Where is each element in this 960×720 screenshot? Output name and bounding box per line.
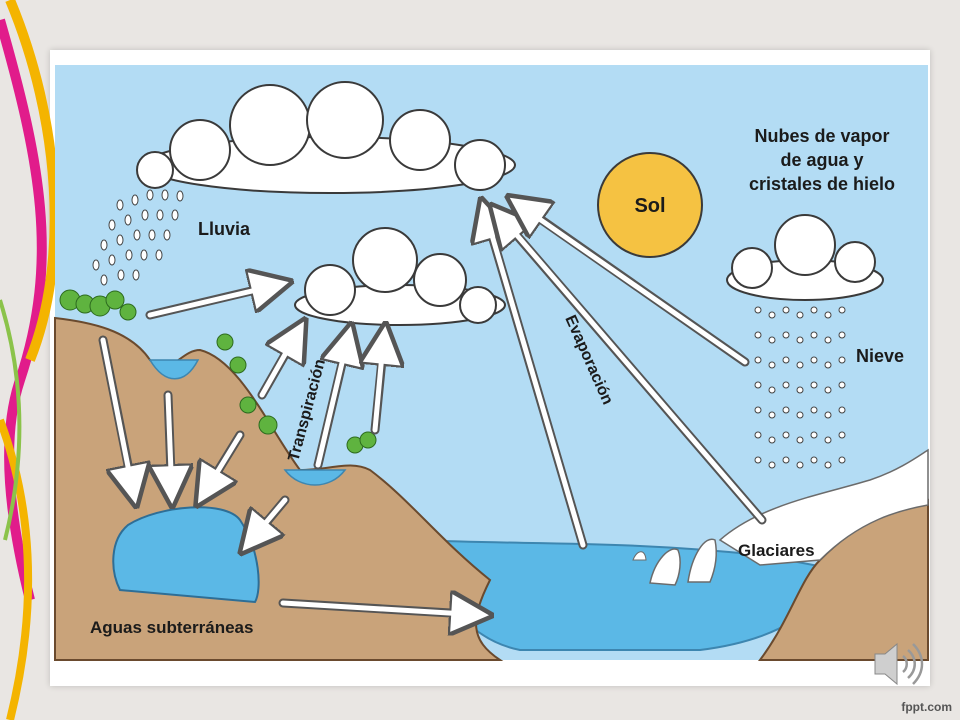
label-groundwater: Aguas subterráneas: [90, 618, 253, 637]
label-clouds-2: de agua y: [780, 150, 863, 170]
snow-flakes: [754, 306, 846, 469]
cloud-large: [136, 81, 516, 194]
arrows-inner: [100, 199, 765, 618]
label-snow: Nieve: [856, 346, 904, 366]
speaker-icon[interactable]: [874, 642, 924, 686]
rain-drops: [92, 189, 184, 286]
glaciers: [632, 448, 929, 586]
lake: [148, 359, 200, 380]
trees: [59, 289, 377, 454]
label-glaciers: Glaciares: [738, 541, 815, 560]
label-clouds-1: Nubes de vapor: [754, 126, 889, 146]
label-rain: Lluvia: [198, 219, 251, 239]
sun: [597, 152, 703, 258]
label-clouds-3: cristales de hielo: [749, 174, 895, 194]
groundwater: [112, 506, 260, 604]
label-sun: Sol: [634, 195, 665, 217]
cloud-small: [726, 214, 884, 301]
decorative-ribbons: [0, 0, 60, 720]
lake: [283, 469, 347, 486]
footer-credit[interactable]: fppt.com: [901, 700, 952, 714]
